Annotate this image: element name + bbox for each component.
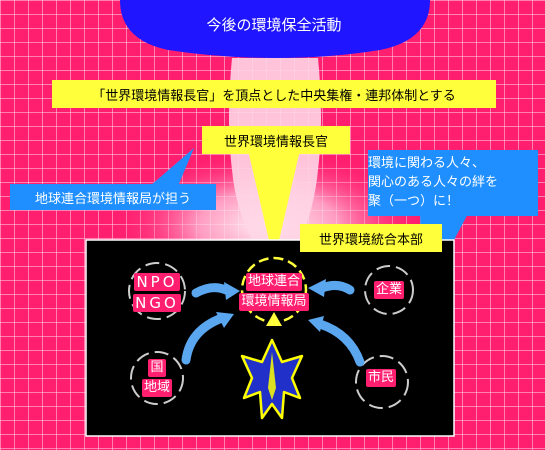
country-ring: [130, 351, 184, 405]
node-citizen-label: 市民: [365, 369, 396, 387]
chief-box: 世界環境情報長官: [202, 126, 350, 154]
emblem-icon: [240, 338, 304, 420]
callout-left: 地球連合環境情報局が担う: [10, 184, 216, 210]
chief-label: 世界環境情報長官: [223, 134, 328, 150]
node-business-label: 企業: [373, 281, 404, 299]
arrow-npo-center: [191, 283, 231, 298]
node-country: 国 地域: [126, 358, 188, 398]
citizen-ring: [355, 355, 409, 409]
callout-left-tail: [150, 148, 194, 186]
chief-pointer: [248, 150, 300, 262]
arrow-country-center: [181, 313, 227, 365]
policy-banner: 「世界環境情報長官」を頂点とした中央集権・連邦体制とする: [52, 80, 496, 108]
page-title: 今後の環境保全活動: [206, 16, 342, 34]
business-ring: [364, 265, 414, 315]
node-country-line2: 地域: [141, 379, 172, 397]
arrow-heads: [216, 279, 326, 332]
headquarters-label: 世界環境統合本部: [318, 232, 423, 248]
node-center: 地球連合 環境情報局: [216, 272, 332, 312]
callout-right-box: [368, 150, 538, 216]
node-npo-ngo: NPO NGO: [124, 272, 190, 314]
top-dome: [120, 0, 430, 58]
policy-banner-text: 「世界環境情報長官」を頂点とした中央集権・連邦体制とする: [92, 88, 456, 104]
node-citizen: 市民: [348, 368, 414, 388]
node-npo-label: NPO: [134, 273, 180, 291]
center-ring: [240, 256, 308, 326]
node-business: 企業: [356, 280, 422, 300]
callout-right-line2: 関心のある人々の絆を: [368, 175, 499, 190]
node-center-line2: 環境情報局: [239, 293, 309, 311]
callout-right-line1: 環境に関わる人々、: [368, 156, 486, 171]
npo-ring: [128, 262, 186, 320]
node-rings: [128, 262, 414, 409]
callout-left-box: [10, 184, 216, 210]
arrow-citizen-center: [315, 319, 365, 367]
callout-right: 環境に関わる人々、 関心のある人々の絆を 聚（一つ）に！: [368, 154, 538, 211]
node-center-line1: 地球連合: [245, 273, 302, 291]
node-country-line1: 国: [148, 359, 166, 377]
node-ngo-label: NGO: [133, 294, 181, 312]
callout-left-text: 地球連合環境情報局が担う: [34, 191, 191, 207]
callout-right-line3: 聚（一つ）に！: [368, 194, 460, 209]
headquarters-tag: 世界環境統合本部: [300, 224, 442, 252]
